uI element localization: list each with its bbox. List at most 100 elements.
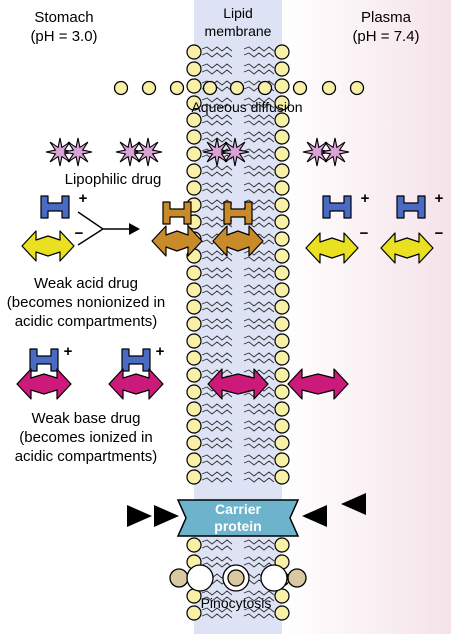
lipid-head-icon: [274, 95, 290, 111]
anion-double-arrow-icon: [151, 225, 203, 257]
lipid-tail: [201, 199, 233, 205]
lipid-tail: [201, 607, 233, 613]
carrier-protein-icon: [176, 499, 300, 537]
lipid-tail: [201, 103, 233, 109]
cation-h-icon: [162, 201, 192, 225]
lipid-tail: [201, 539, 233, 545]
lipid-tail: [243, 131, 275, 137]
plus-charge: +: [79, 190, 88, 207]
lipid-tail: [201, 290, 233, 296]
lipid-tail: [201, 284, 233, 290]
lipid-tail: [243, 420, 275, 426]
triangle-pointer-icon: [302, 505, 327, 527]
anion-double-arrow-icon: [212, 225, 264, 257]
lipid-head-icon: [186, 265, 202, 281]
lipid-tail: [201, 590, 233, 596]
anion-double-arrow-icon: [287, 368, 349, 400]
vesicle-icon: [227, 569, 245, 587]
weak-acid-label-1: Weak acid drug: [34, 275, 138, 292]
lipid-tail: [243, 454, 275, 460]
lipid-tail: [201, 341, 233, 347]
lipid-tail: [201, 52, 233, 58]
triangle-pointer-icon: [154, 505, 179, 527]
vesicle-icon: [287, 568, 307, 588]
lipid-head-icon: [274, 537, 290, 553]
lipophilic-star-icon: [133, 137, 163, 167]
lipid-head-icon: [274, 469, 290, 485]
minus-charge: −: [360, 225, 369, 242]
anion-double-arrow-icon: [108, 368, 164, 400]
lipid-tail: [243, 52, 275, 58]
weak-base-label-2: (becomes ionized in: [19, 429, 152, 446]
aqueous-particle-icon: [321, 80, 337, 96]
lipid-tail: [201, 69, 233, 75]
lipid-head-icon: [186, 605, 202, 621]
lipid-head-icon: [186, 435, 202, 451]
lipid-tail: [243, 539, 275, 545]
lipid-tail: [201, 256, 233, 262]
lipid-head-icon: [186, 112, 202, 128]
lipid-tail: [243, 358, 275, 364]
minus-charge: −: [435, 225, 444, 242]
lipid-head-icon: [186, 146, 202, 162]
lipid-tail: [201, 352, 233, 358]
lipophilic-star-icon: [45, 137, 75, 167]
lipid-head-icon: [274, 214, 290, 230]
lipophilic-drugs: [45, 137, 350, 167]
lipid-head-icon: [274, 112, 290, 128]
cation-h-icon: [121, 348, 151, 372]
anion-double-arrow-icon: [16, 368, 72, 400]
lipid-tail: [243, 596, 275, 602]
arrowhead-icon: [129, 223, 140, 235]
lipid-tail: [201, 545, 233, 551]
lipid-tail: [201, 182, 233, 188]
lipid-head-icon: [274, 78, 290, 94]
lipid-head-icon: [274, 129, 290, 145]
lipid-tail: [243, 590, 275, 596]
lipid-tail: [243, 267, 275, 273]
lipid-head-icon: [274, 265, 290, 281]
aqueous-particle-icon: [141, 80, 157, 96]
minus-charge: −: [75, 225, 84, 242]
lipid-head-icon: [186, 350, 202, 366]
lipid-tail: [201, 273, 233, 279]
lipid-tail: [243, 562, 275, 568]
lipid-head-icon: [186, 418, 202, 434]
lipid-head-icon: [186, 537, 202, 553]
lipid-tail: [201, 97, 233, 103]
lipid-head-icon: [186, 316, 202, 332]
cation-h-icon: [223, 201, 253, 225]
lipid-tail: [243, 460, 275, 466]
lipid-head-icon: [274, 418, 290, 434]
vesicle-icon: [186, 564, 214, 592]
lipid-tail: [243, 69, 275, 75]
lipid-tail: [243, 154, 275, 160]
lipid-head-icon: [274, 231, 290, 247]
lipid-tail: [243, 352, 275, 358]
lipid-tail: [201, 46, 233, 52]
lipid-head-icon: [274, 435, 290, 451]
plus-charge: +: [64, 343, 73, 360]
weak-acid-molecules: +−++−−: [21, 190, 444, 264]
pinocytosis-vesicles: [169, 564, 307, 592]
membrane-label-2: membrane: [205, 23, 272, 39]
aqueous-particle-icon: [229, 80, 245, 96]
lipid-tail: [201, 120, 233, 126]
lipid-tail: [201, 369, 233, 375]
lipid-tail: [243, 290, 275, 296]
weak-base-molecules: ++: [16, 343, 349, 400]
lipid-tail: [243, 471, 275, 477]
membrane-label-1: Lipid: [223, 5, 253, 21]
lipid-tail: [243, 199, 275, 205]
lipid-head-icon: [186, 367, 202, 383]
lipid-head-icon: [274, 384, 290, 400]
lipid-tail: [243, 477, 275, 483]
lipid-tail: [201, 443, 233, 449]
anion-double-arrow-icon: [380, 232, 434, 264]
lipid-head-icon: [186, 401, 202, 417]
aqueous-particle-icon: [257, 80, 273, 96]
lipid-tail: [243, 335, 275, 341]
lipid-head-icon: [274, 146, 290, 162]
stomach-label: Stomach: [34, 9, 93, 26]
